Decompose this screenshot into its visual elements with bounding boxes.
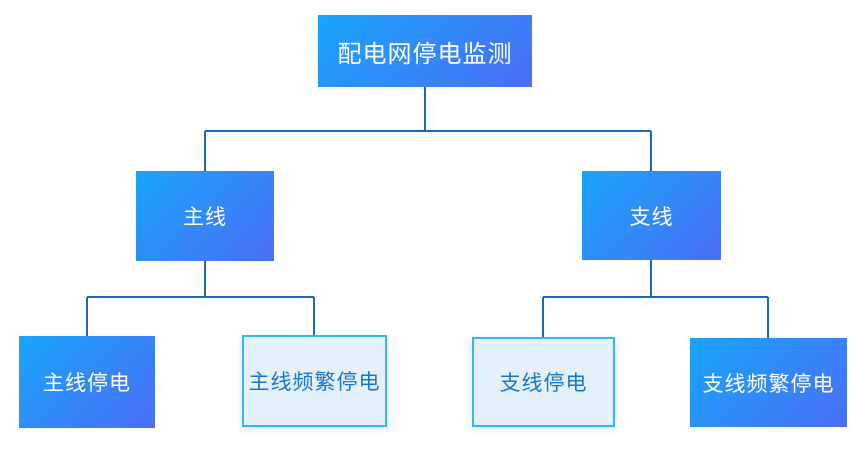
node-branch-line[interactable]: 支线 xyxy=(582,171,721,260)
node-grid-outage-monitoring[interactable]: 配电网停电监测 xyxy=(318,15,532,87)
connector-branch-line-to-leaves xyxy=(542,260,769,338)
connector-root-to-level2 xyxy=(204,87,652,171)
node-branch-line-frequent-outage[interactable]: 支线频繁停电 xyxy=(690,338,847,427)
node-main-line-outage[interactable]: 主线停电 xyxy=(19,336,155,428)
node-main-line-frequent-outage[interactable]: 主线频繁停电 xyxy=(242,335,387,427)
node-main-line[interactable]: 主线 xyxy=(136,171,274,261)
connector-main-line-to-leaves xyxy=(86,261,315,336)
node-branch-line-outage[interactable]: 支线停电 xyxy=(472,337,615,427)
